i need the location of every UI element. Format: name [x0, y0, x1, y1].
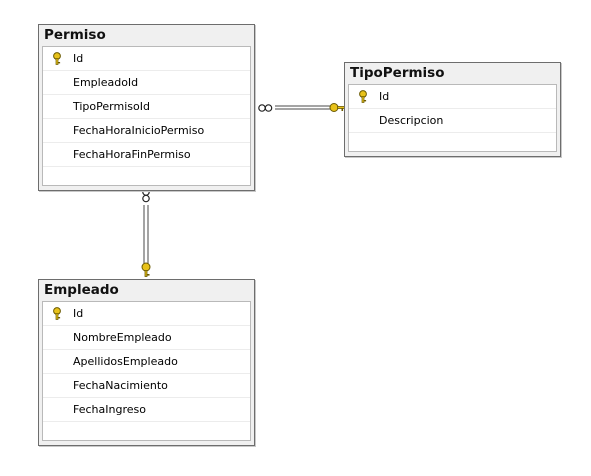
- new-column-row[interactable]: [43, 167, 250, 185]
- column-list: Id EmpleadoId TipoPermisoId FechaHoraIni…: [42, 46, 251, 186]
- column-row[interactable]: FechaIngreso: [43, 398, 250, 422]
- new-column-row[interactable]: [43, 422, 250, 440]
- table-permiso[interactable]: Permiso Id EmpleadoId TipoPermisoId Fech…: [38, 24, 255, 191]
- key-icon: [141, 262, 151, 277]
- column-name: EmpleadoId: [73, 76, 139, 89]
- column-row-pk[interactable]: Id: [349, 85, 556, 109]
- column-row[interactable]: ApellidosEmpleado: [43, 350, 250, 374]
- column-name: ApellidosEmpleado: [73, 355, 178, 368]
- key-icon: [53, 52, 61, 65]
- column-name: Id: [379, 90, 390, 103]
- table-title: Permiso: [44, 27, 106, 43]
- key-icon: [53, 307, 61, 320]
- column-name: FechaHoraInicioPermiso: [73, 124, 205, 137]
- column-row-pk[interactable]: Id: [43, 302, 250, 326]
- infinity-icon: [258, 104, 273, 112]
- column-name: TipoPermisoId: [73, 100, 150, 113]
- column-row[interactable]: Descripcion: [349, 109, 556, 133]
- column-name: FechaHoraFinPermiso: [73, 148, 191, 161]
- table-tipopermiso[interactable]: TipoPermiso Id Descripcion: [344, 62, 561, 157]
- column-list: Id NombreEmpleado ApellidosEmpleado Fech…: [42, 301, 251, 441]
- column-list: Id Descripcion: [348, 84, 557, 152]
- column-row[interactable]: FechaHoraFinPermiso: [43, 143, 250, 167]
- column-row[interactable]: FechaHoraInicioPermiso: [43, 119, 250, 143]
- column-row-pk[interactable]: Id: [43, 47, 250, 71]
- table-empleado[interactable]: Empleado Id NombreEmpleado ApellidosEmpl…: [38, 279, 255, 446]
- column-row[interactable]: NombreEmpleado: [43, 326, 250, 350]
- table-title: Empleado: [44, 282, 119, 298]
- column-name: FechaNacimiento: [73, 379, 168, 392]
- table-title: TipoPermiso: [350, 65, 445, 81]
- relationship-permiso-empleado[interactable]: [141, 188, 151, 277]
- new-column-row[interactable]: [349, 133, 556, 151]
- column-name: Id: [73, 52, 84, 65]
- key-icon: [329, 103, 345, 112]
- column-name: Id: [73, 307, 84, 320]
- column-row[interactable]: FechaNacimiento: [43, 374, 250, 398]
- relationship-permiso-tipopermiso[interactable]: [258, 103, 345, 112]
- column-name: NombreEmpleado: [73, 331, 172, 344]
- column-row[interactable]: EmpleadoId: [43, 71, 250, 95]
- column-name: FechaIngreso: [73, 403, 146, 416]
- column-row[interactable]: TipoPermisoId: [43, 95, 250, 119]
- column-name: Descripcion: [379, 114, 444, 127]
- key-icon: [359, 90, 367, 103]
